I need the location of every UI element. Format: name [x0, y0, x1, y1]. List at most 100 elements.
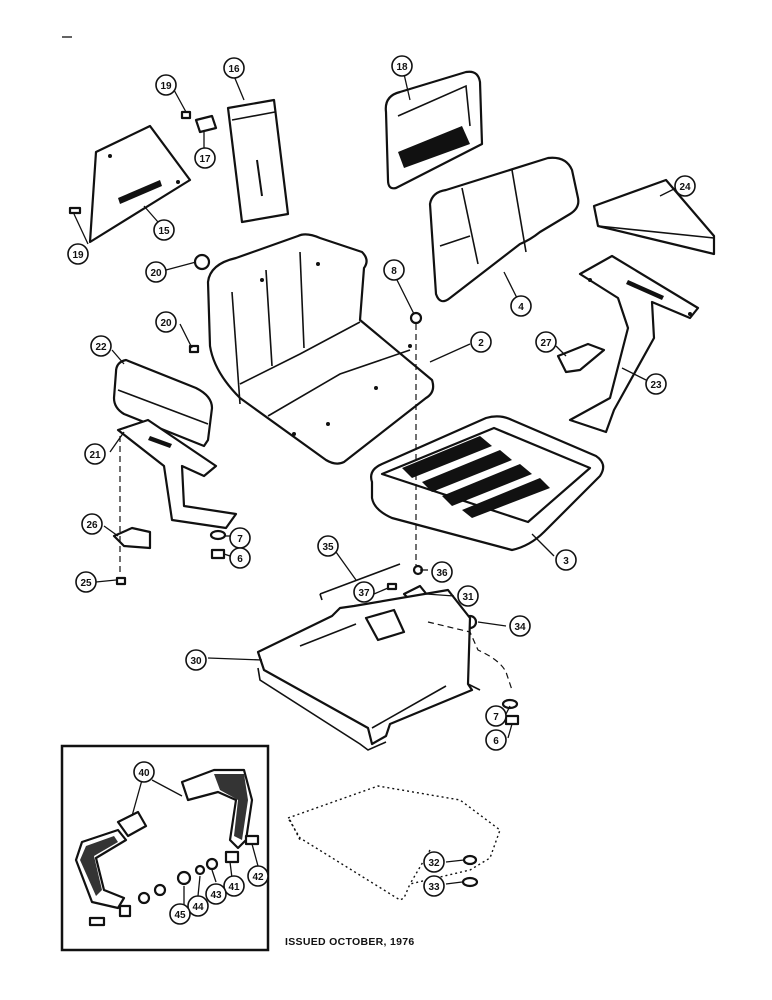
- svg-text:36: 36: [436, 568, 448, 579]
- svg-text:21: 21: [89, 450, 101, 461]
- callout-35: 35: [317, 535, 339, 557]
- callout-18: 18: [391, 55, 413, 77]
- callout-21: 21: [84, 443, 106, 465]
- part-24-armrest-pad: [592, 178, 716, 256]
- part-2-seat-pan: [206, 233, 435, 465]
- part-23-arm-bracket: [568, 254, 700, 434]
- svg-text:33: 33: [428, 882, 440, 893]
- part-19-screw-top: [180, 110, 192, 120]
- part-3-seat-cushion: [370, 415, 605, 552]
- part-22-armrest-pad: [112, 358, 214, 448]
- callout-44: 44: [187, 895, 209, 917]
- leader-lines: [73, 73, 677, 906]
- svg-text:41: 41: [228, 882, 240, 893]
- svg-text:25: 25: [80, 578, 92, 589]
- part-7-washer-right: [501, 698, 519, 710]
- alignment-lines: [119, 324, 417, 576]
- callout-19-bottom: 19: [67, 243, 89, 265]
- part-20-screw: [188, 344, 200, 354]
- svg-text:16: 16: [228, 64, 240, 75]
- svg-text:7: 7: [237, 534, 243, 545]
- svg-text:26: 26: [86, 520, 98, 531]
- callout-16: 16: [223, 57, 245, 79]
- svg-text:3: 3: [563, 556, 569, 567]
- callout-40: 40: [133, 761, 155, 783]
- callout-33: 33: [423, 875, 445, 897]
- part-40-seat-belt: [74, 768, 254, 910]
- callout-25: 25: [75, 571, 97, 593]
- callout-23: 23: [645, 373, 667, 395]
- svg-text:6: 6: [493, 736, 499, 747]
- part-16-strap: [226, 98, 290, 224]
- callout-6-right: 6: [485, 729, 507, 751]
- issued-date-footer: ISSUED OCTOBER, 1976: [285, 936, 415, 948]
- svg-text:45: 45: [174, 910, 186, 921]
- hidden-line: [427, 621, 513, 691]
- callout-7-left: 7: [229, 527, 251, 549]
- callout-41: 41: [223, 875, 245, 897]
- callout-17: 17: [194, 147, 216, 169]
- belt-hardware: [88, 834, 260, 927]
- callout-20-top: 20: [145, 261, 167, 283]
- part-8-nut: [409, 311, 423, 325]
- svg-text:31: 31: [462, 592, 474, 603]
- seat-belt-inset: [60, 744, 270, 952]
- svg-text:24: 24: [679, 182, 691, 193]
- part-27-bracket: [556, 342, 606, 374]
- callout-2: 2: [470, 331, 492, 353]
- svg-text:2: 2: [478, 338, 484, 349]
- callout-32: 32: [423, 851, 445, 873]
- callout-7-right: 7: [485, 705, 507, 727]
- svg-text:35: 35: [322, 542, 334, 553]
- callout-4: 4: [510, 295, 532, 317]
- part-4-back-cushion: [428, 156, 580, 303]
- part-30-base-frame: [256, 588, 481, 751]
- part-20-knob: [193, 253, 211, 271]
- svg-text:6: 6: [237, 554, 243, 565]
- part-37-pin: [386, 582, 398, 591]
- svg-text:23: 23: [650, 380, 662, 391]
- callout-6-left: 6: [229, 547, 251, 569]
- callout-36: 36: [431, 561, 453, 583]
- callout-3: 3: [555, 549, 577, 571]
- svg-text:17: 17: [199, 154, 211, 165]
- svg-text:20: 20: [160, 318, 172, 329]
- svg-text:42: 42: [252, 872, 264, 883]
- callout-37: 37: [353, 581, 375, 603]
- svg-text:43: 43: [210, 890, 222, 901]
- part-33-washer: [461, 876, 479, 888]
- part-7-washer-left: [209, 529, 227, 541]
- callout-42: 42: [247, 865, 269, 887]
- callout-15: 15: [153, 219, 175, 241]
- svg-text:7: 7: [493, 712, 499, 723]
- callout-19-top: 19: [155, 74, 177, 96]
- part-17-clip: [194, 114, 218, 134]
- svg-text:18: 18: [396, 62, 408, 73]
- callout-20-bottom: 20: [155, 311, 177, 333]
- svg-text:27: 27: [540, 338, 552, 349]
- svg-text:44: 44: [192, 902, 204, 913]
- callout-22: 22: [90, 335, 112, 357]
- svg-text:19: 19: [72, 250, 84, 261]
- callout-34: 34: [509, 615, 531, 637]
- callout-24: 24: [674, 175, 696, 197]
- svg-text:20: 20: [150, 268, 162, 279]
- callout-31: 31: [457, 585, 479, 607]
- part-35-rod: [319, 563, 401, 601]
- callout-27: 27: [535, 331, 557, 353]
- callout-45: 45: [169, 903, 191, 925]
- svg-text:22: 22: [95, 342, 107, 353]
- svg-text:37: 37: [358, 588, 370, 599]
- callout-8: 8: [383, 259, 405, 281]
- svg-text:19: 19: [160, 81, 172, 92]
- svg-text:34: 34: [514, 622, 526, 633]
- svg-text:8: 8: [391, 266, 397, 277]
- part-19-screw-bottom: [68, 206, 82, 215]
- part-26-bracket: [112, 526, 152, 550]
- part-21-arm-bracket: [116, 418, 238, 530]
- svg-text:30: 30: [190, 656, 202, 667]
- part-6-bolt-left: [210, 548, 226, 560]
- part-15-side-panel: [88, 124, 192, 244]
- callout-30: 30: [185, 649, 207, 671]
